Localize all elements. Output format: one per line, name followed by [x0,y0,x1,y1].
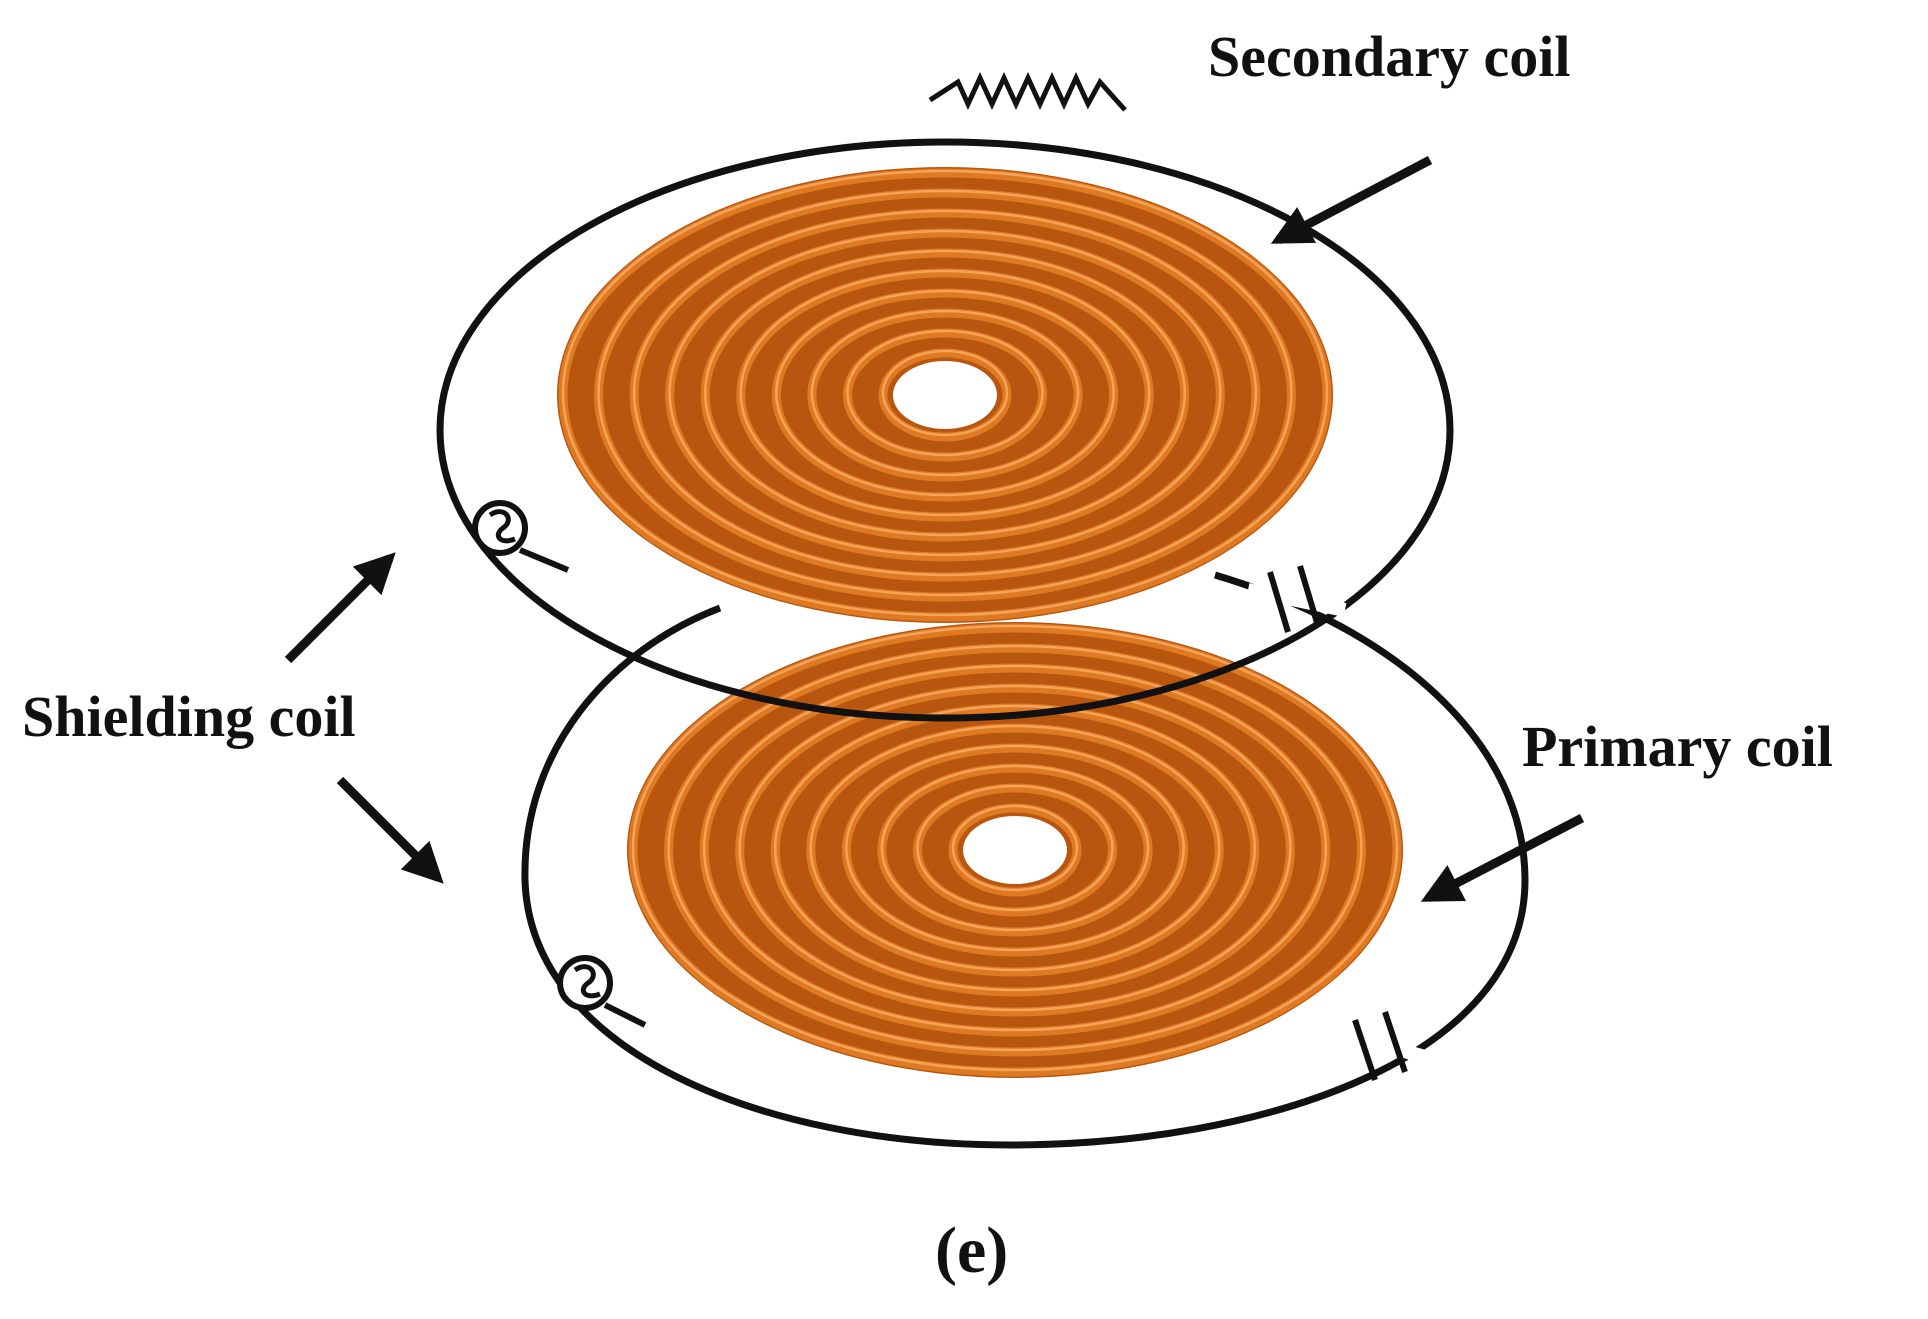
coil-winding-highlight [597,189,1293,597]
secondary-coil [557,167,1333,623]
coil-winding-highlight [703,249,1187,537]
arrow-icon [336,776,444,884]
arrow-icon [284,552,396,664]
coil-winding-highlight [810,309,1080,477]
secondary-coil-label: Secondary coil [1208,24,1571,89]
coil-winding-highlight [632,209,1258,577]
primary-coil [627,622,1403,1078]
capacitor-icon [1246,565,1347,633]
arrow-icon [1270,156,1433,244]
coil-center-hole [963,816,1067,884]
coil-winding-highlight [631,624,1399,1072]
bottom-shielding-loop [521,571,1529,1149]
resistor-icon [928,72,1127,115]
figure-caption: (e) [935,1214,1009,1287]
coil-winding-highlight [846,329,1044,457]
coil-winding-highlight [667,644,1363,1052]
arrow-icon [1420,814,1585,902]
coil-winding-highlight [881,349,1009,437]
coil-winding-highlight [773,704,1257,992]
capacitor-icon [1331,1011,1430,1081]
ac-source-icon [557,955,647,1028]
coil-winding-highlight [668,229,1222,557]
coil-winding-highlight [845,744,1185,952]
coil-winding-highlight [561,169,1329,617]
coil-winding-highlight [951,804,1079,892]
coil-winding-highlight [880,764,1150,932]
top-shielding-loop [436,72,1454,722]
shielding-coil-label: Shielding coil [22,684,356,749]
coil-winding-highlight [702,664,1328,1032]
ac-source-icon [472,500,570,573]
coil-center-hole [893,361,997,429]
coil-winding-highlight [809,724,1221,972]
coil-winding-highlight [739,269,1151,517]
coil-winding-highlight [775,289,1115,497]
coil-winding-highlight [738,684,1292,1012]
primary-coil-label: Primary coil [1522,714,1833,779]
coil-winding-highlight [916,784,1114,912]
